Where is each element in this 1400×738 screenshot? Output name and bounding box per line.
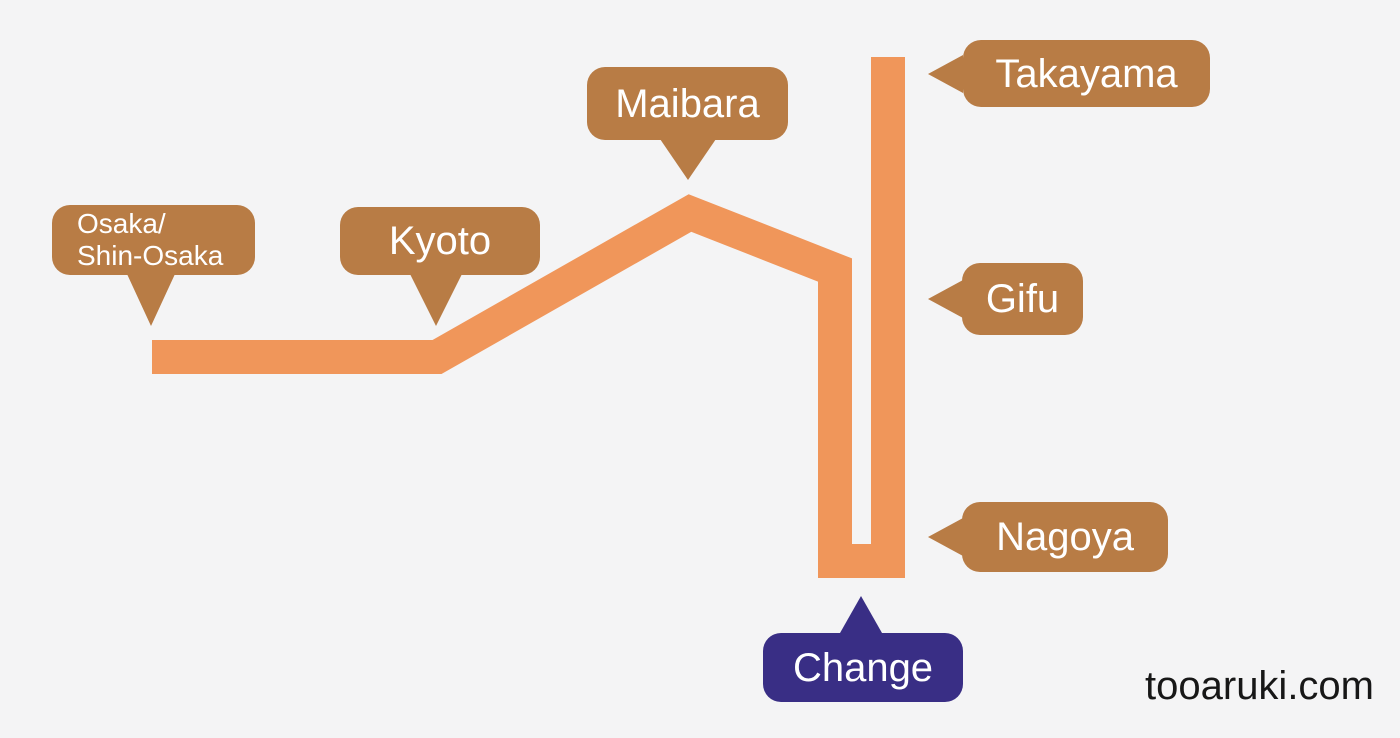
kyoto-label-pointer-down <box>410 274 462 326</box>
gifu-label-text: Gifu <box>985 277 1060 321</box>
station-label-nagoya: Nagoya <box>962 502 1168 572</box>
route-path <box>152 57 905 578</box>
nagoya-label-pointer-left <box>928 518 963 556</box>
change-label-pointer-up <box>840 596 882 633</box>
watermark: tooaruki.com <box>1145 664 1374 708</box>
maibara-label-text: Maibara <box>615 81 760 126</box>
station-label-osaka-text: Osaka/ Shin-Osaka <box>77 208 223 272</box>
gifu-label-pointer-left <box>928 280 963 318</box>
takayama-label-pointer-left <box>928 55 963 93</box>
osaka-label-pointer-down <box>127 274 175 326</box>
station-label-takayama: Takayama <box>963 40 1210 107</box>
nagoya-label-text: Nagoya <box>996 515 1134 559</box>
takayama-label-text: Takayama <box>995 51 1178 96</box>
osaka-line2: Shin-Osaka <box>77 240 224 271</box>
kyoto-label-text: Kyoto <box>388 219 492 263</box>
station-label-osaka: Osaka/ Shin-Osaka <box>52 205 255 275</box>
station-label-kyoto: Kyoto <box>340 207 540 275</box>
change-label-text: Change <box>792 645 934 690</box>
change-label: Change <box>763 633 963 702</box>
osaka-line1: Osaka/ <box>77 207 166 239</box>
maibara-label-pointer-down <box>660 139 716 180</box>
station-label-maibara: Maibara <box>587 67 788 140</box>
station-label-gifu: Gifu <box>962 263 1083 335</box>
